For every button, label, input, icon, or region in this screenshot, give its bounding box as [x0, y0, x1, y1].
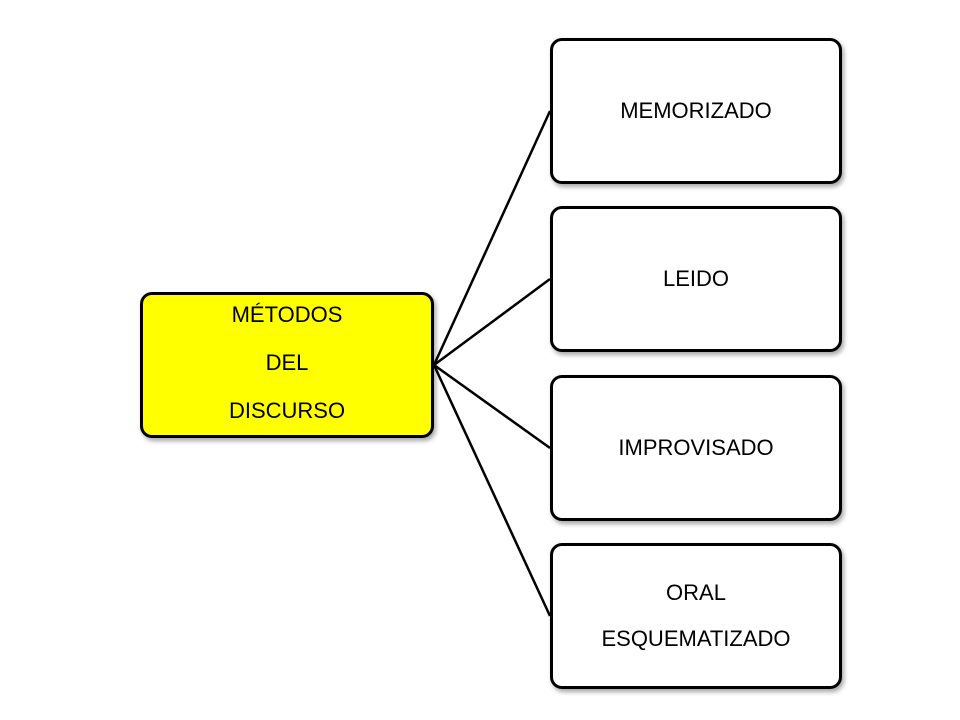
connector-oral-esquematizado [432, 364, 552, 617]
child-node-improvisado: IMPROVISADO [550, 375, 842, 521]
root-node-metodos-del-discurso: MÉTODOS DEL DISCURSO [140, 292, 434, 438]
root-label-line-2: DEL [265, 350, 309, 375]
child-node-oral-esquematizado: ORAL ESQUEMATIZADO [550, 543, 842, 689]
child-node-leido: LEIDO [550, 206, 842, 352]
root-label-line-1: MÉTODOS [231, 302, 343, 327]
child-label: IMPROVISADO [618, 435, 774, 460]
connector-leido [433, 277, 551, 367]
connector-memorizado [432, 110, 552, 366]
child-label: MEMORIZADO [620, 98, 772, 123]
root-label-line-3: DISCURSO [228, 398, 346, 423]
child-label-line-2: ESQUEMATIZADO [601, 626, 791, 651]
child-node-memorizado: MEMORIZADO [550, 38, 842, 184]
child-label-line-1: ORAL [666, 580, 726, 605]
child-label: LEIDO [662, 266, 730, 291]
connector-improvisado [433, 363, 551, 450]
